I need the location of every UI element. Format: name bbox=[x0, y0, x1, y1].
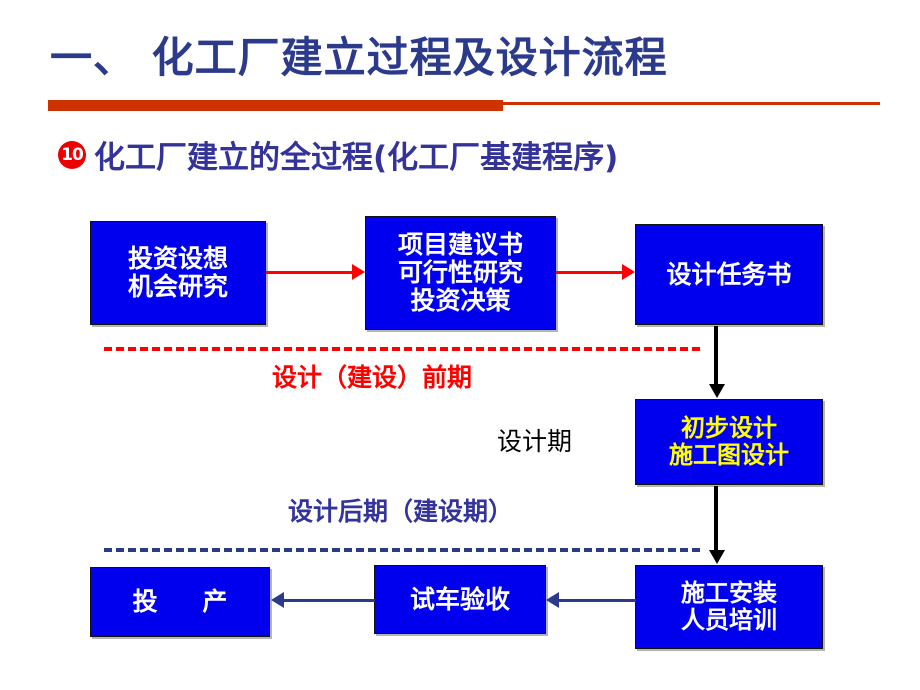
flow-node-production-label: 投 产 bbox=[132, 587, 246, 616]
arrow-head-down-icon bbox=[709, 384, 725, 398]
flow-node-proposal: 项目建议书 可行性研究 投资决策 bbox=[365, 216, 556, 330]
connector-preliminary-to-construction bbox=[714, 486, 718, 552]
connector-proposal-to-design-task bbox=[556, 271, 624, 274]
connector-design-task-to-preliminary bbox=[714, 326, 718, 386]
page-title: 一、 化工厂建立过程及设计流程 bbox=[50, 33, 668, 82]
phase-label-pre-design: 设计（建设）前期 bbox=[272, 363, 473, 392]
title-divider-bar bbox=[48, 100, 503, 111]
flow-node-design-task: 设计任务书 bbox=[635, 224, 823, 325]
phase-label-post-design: 设计后期（建设期） bbox=[288, 497, 514, 526]
flow-node-investment: 投资设想 机会研究 bbox=[90, 221, 266, 325]
flow-node-proposal-label: 项目建议书 可行性研究 投资决策 bbox=[397, 230, 523, 315]
arrow-head-right-icon bbox=[622, 264, 635, 280]
phase-separator-lower bbox=[104, 548, 700, 552]
flow-node-preliminary-design-label: 初步设计 施工图设计 bbox=[669, 414, 789, 469]
flow-node-design-task-label: 设计任务书 bbox=[666, 259, 792, 289]
circled-number-ten-icon: 10 bbox=[58, 140, 86, 169]
subtitle-label: 化工厂建立的全过程(化工厂基建程序) bbox=[94, 140, 619, 176]
flow-node-commissioning: 试车验收 bbox=[374, 565, 546, 634]
arrow-head-left-icon bbox=[271, 592, 284, 608]
flow-node-commissioning-label: 试车验收 bbox=[409, 584, 510, 614]
arrow-head-right-icon bbox=[352, 264, 365, 280]
flow-node-construction-training-label: 施工安装 人员培训 bbox=[681, 579, 777, 634]
connector-commissioning-to-production bbox=[283, 599, 375, 602]
arrow-head-down-icon bbox=[709, 550, 725, 564]
flow-node-production: 投 产 bbox=[90, 567, 270, 637]
flow-node-investment-label: 投资设想 机会研究 bbox=[127, 244, 228, 301]
subtitle: 10 化工厂建立的全过程(化工厂基建程序) bbox=[58, 132, 618, 177]
arrow-head-left-icon bbox=[546, 592, 559, 608]
phase-separator-upper bbox=[104, 347, 700, 351]
flow-node-construction-training: 施工安装 人员培训 bbox=[635, 565, 823, 649]
flow-node-preliminary-design: 初步设计 施工图设计 bbox=[635, 399, 823, 485]
connector-construction-to-commissioning bbox=[558, 599, 636, 602]
phase-label-design: 设计期 bbox=[497, 427, 573, 456]
connector-investment-to-proposal bbox=[266, 271, 354, 274]
